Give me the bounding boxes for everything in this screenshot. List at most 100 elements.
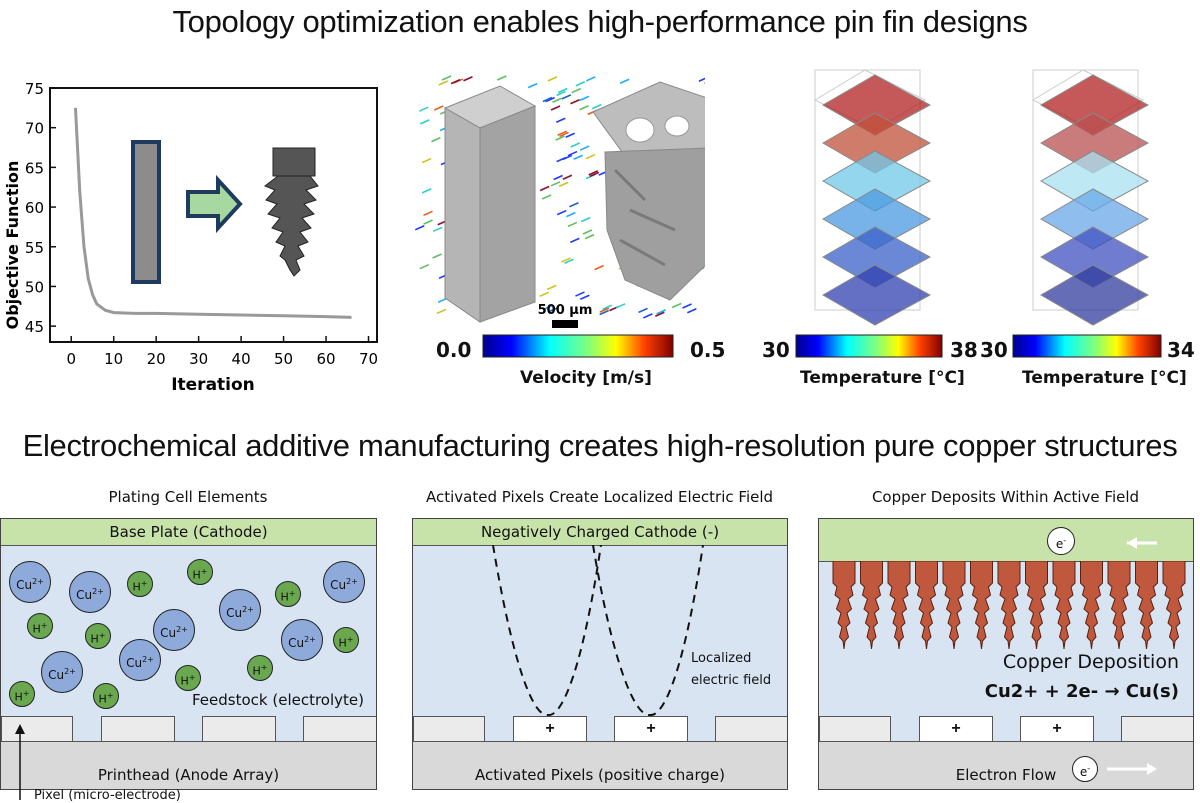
temp2-label: Temperature [°C]	[1022, 368, 1187, 388]
scale-bar	[552, 320, 578, 328]
temp1-min: 30	[762, 338, 790, 362]
velocity-arrow	[424, 211, 433, 215]
velocity-arrow	[683, 304, 692, 308]
active-pixel: +	[513, 716, 587, 742]
velocity-arrow	[699, 77, 705, 81]
panel-copper-deposits: e- Copper Deposition Cu2+ + 2e- → Cu(s) …	[818, 518, 1194, 790]
scale-bar-label: 500 µm	[538, 303, 593, 318]
velocity-arrow	[568, 222, 577, 226]
velocity-colorbar	[482, 334, 674, 358]
temp1-label: Temperature [°C]	[800, 368, 965, 388]
temp2-min: 30	[980, 338, 1008, 362]
velocity-arrow	[540, 292, 549, 296]
y-tick-label: 65	[25, 159, 44, 177]
velocity-arrow	[572, 89, 581, 93]
h-ion: H+	[85, 623, 111, 649]
electrolyte-label: Feedstock (electrolyte)	[192, 691, 364, 709]
velocity-arrow	[576, 82, 585, 86]
velocity-arrow	[540, 187, 549, 191]
h-ion: H+	[175, 665, 201, 691]
cu-ion: Cu2+	[219, 589, 261, 631]
velocity-arrow	[547, 285, 556, 289]
temp-colorbar-1	[795, 334, 943, 358]
h-ion: H+	[333, 627, 359, 653]
cathode-band: Negatively Charged Cathode (-)	[413, 519, 787, 546]
velocity-arrow	[616, 304, 625, 308]
velocity-arrow	[687, 309, 696, 313]
panel3-title: Copper Deposits Within Active Field	[818, 488, 1193, 506]
velocity-arrow	[559, 182, 568, 186]
cu-ion: Cu2+	[323, 561, 365, 603]
velocity-arrow	[595, 266, 604, 270]
y-tick-label: 50	[25, 278, 44, 296]
velocity-arrow	[586, 77, 595, 81]
copper-pin	[1053, 561, 1075, 649]
velocity-arrow	[557, 158, 566, 162]
electron-bottom: e-	[1072, 756, 1098, 782]
flow-simulation: 500 µm	[415, 60, 705, 330]
temperature-simulations	[805, 60, 1165, 330]
temperature-stack-2	[1033, 70, 1148, 325]
pixel	[715, 716, 788, 742]
velocity-arrow	[672, 304, 681, 308]
velocity-arrow	[562, 95, 571, 99]
temperature-slice	[823, 265, 930, 325]
velocity-arrow	[433, 254, 442, 258]
velocity-arrow	[497, 76, 506, 80]
copper-pin	[861, 561, 883, 649]
velocity-arrow	[643, 314, 652, 318]
cu-ion: Cu2+	[119, 639, 161, 681]
h-ion: H+	[275, 581, 301, 607]
velocity-arrow	[548, 77, 557, 81]
pixel	[303, 716, 377, 742]
pixel	[819, 716, 891, 742]
panel2-title: Activated Pixels Create Localized Electr…	[412, 488, 787, 506]
active-pixel: +	[1020, 716, 1094, 742]
temp1-max: 38	[950, 338, 978, 362]
velocity-arrow	[415, 226, 424, 230]
pixel	[413, 716, 485, 742]
electron-flow-arrow	[1105, 759, 1165, 779]
h-ion: H+	[247, 655, 273, 681]
x-tick-label: 20	[147, 350, 166, 368]
copper-pin	[998, 561, 1020, 649]
copper-pin	[916, 561, 938, 649]
panel-plating-cell: Base Plate (Cathode) Cu2+Cu2+H+H+Cu2+H+C…	[0, 518, 377, 790]
velocity-arrow	[580, 146, 589, 150]
x-tick-label: 40	[232, 350, 251, 368]
velocity-arrow	[437, 309, 446, 313]
pixel	[1121, 716, 1194, 742]
velocity-arrow	[585, 235, 594, 239]
velocity-arrow	[566, 213, 575, 217]
copper-pin	[1081, 561, 1103, 649]
y-tick-label: 55	[25, 239, 44, 257]
velocity-arrow	[574, 155, 583, 159]
straight-pin-left	[445, 108, 480, 322]
velocity-arrow	[563, 175, 572, 179]
x-tick-label: 10	[104, 350, 123, 368]
copper-pins	[819, 561, 1193, 651]
active-pixel: +	[614, 716, 688, 742]
cu-ion: Cu2+	[281, 619, 323, 661]
velocity-arrow	[571, 143, 580, 147]
velocity-arrow	[431, 138, 440, 142]
cu-ion: Cu2+	[153, 609, 195, 651]
velocity-arrow	[570, 100, 579, 104]
optimized-fin-3d	[593, 82, 705, 300]
velocity-arrow	[442, 76, 451, 80]
y-axis-label: Objective Function	[3, 161, 22, 330]
velocity-arrow	[422, 189, 431, 193]
velocity-arrow	[575, 292, 584, 296]
velocity-arrow	[592, 105, 601, 109]
h-ion: H+	[127, 571, 153, 597]
copper-pin	[1163, 561, 1185, 649]
velocity-arrow	[583, 230, 592, 234]
h-ion: H+	[93, 683, 119, 709]
x-tick-label: 30	[189, 350, 208, 368]
x-tick-label: 0	[66, 350, 76, 368]
anode-band: Activated Pixels (positive charge)	[413, 741, 787, 790]
velocity-arrow	[422, 159, 431, 163]
velocity-arrow	[568, 152, 577, 156]
panel-electric-field: Negatively Charged Cathode (-) Localized…	[412, 518, 788, 790]
